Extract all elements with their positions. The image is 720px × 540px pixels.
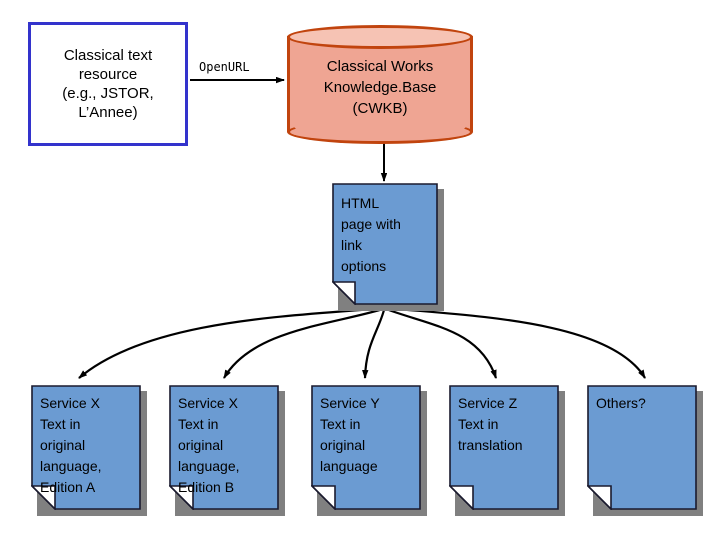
cwkb-database-cylinder[interactable]: Classical Works Knowledge.Base (CWKB) xyxy=(287,25,473,144)
service-shape xyxy=(587,385,697,510)
service-y-original-label: Service Y Text in original language xyxy=(320,395,380,474)
connector-html-to-service-3 xyxy=(362,309,386,379)
connector-html-to-service-1 xyxy=(78,306,384,379)
service-shape xyxy=(169,385,279,510)
service-x-edition-b-label: Service X Text in original language, Edi… xyxy=(178,395,240,495)
cylinder-bottom-ellipse xyxy=(287,120,473,144)
service-x-edition-a-node[interactable]: Service X Text in original language, Edi… xyxy=(31,385,147,516)
cylinder-body-shape xyxy=(287,36,473,132)
html-page-node[interactable]: HTML page with link options xyxy=(332,183,444,311)
cwkb-database-label: Classical Works Knowledge.Base (CWKB) xyxy=(323,57,437,117)
html-page-label: HTML page with link options xyxy=(341,195,401,274)
service-shape xyxy=(311,385,421,510)
openurl-edge-label: OpenURL xyxy=(199,60,250,74)
connector-html-to-service-2 xyxy=(223,307,384,379)
classical-text-resource-box[interactable]: Classical text resource (e.g., JSTOR, L’… xyxy=(28,22,188,146)
service-z-translation-label: Service Z Text in translation xyxy=(458,395,523,453)
service-x-edition-b-node[interactable]: Service X Text in original language, Edi… xyxy=(169,385,285,516)
connector-html-to-service-5 xyxy=(385,306,646,379)
service-shape xyxy=(31,385,141,510)
service-x-edition-a-label: Service X Text in original language, Edi… xyxy=(40,395,102,495)
service-others-label: Others? xyxy=(596,395,646,411)
cylinder-top-ellipse xyxy=(287,25,473,49)
classical-text-resource-label: Classical text resource (e.g., JSTOR, L’… xyxy=(62,47,154,121)
html-page-shape xyxy=(332,183,438,305)
service-others-node[interactable]: Others? xyxy=(587,385,703,516)
service-shape xyxy=(449,385,559,510)
service-y-original-node[interactable]: Service Y Text in original language xyxy=(311,385,427,516)
service-z-translation-node[interactable]: Service Z Text in translation xyxy=(449,385,565,516)
connector-html-to-service-4 xyxy=(385,307,498,379)
